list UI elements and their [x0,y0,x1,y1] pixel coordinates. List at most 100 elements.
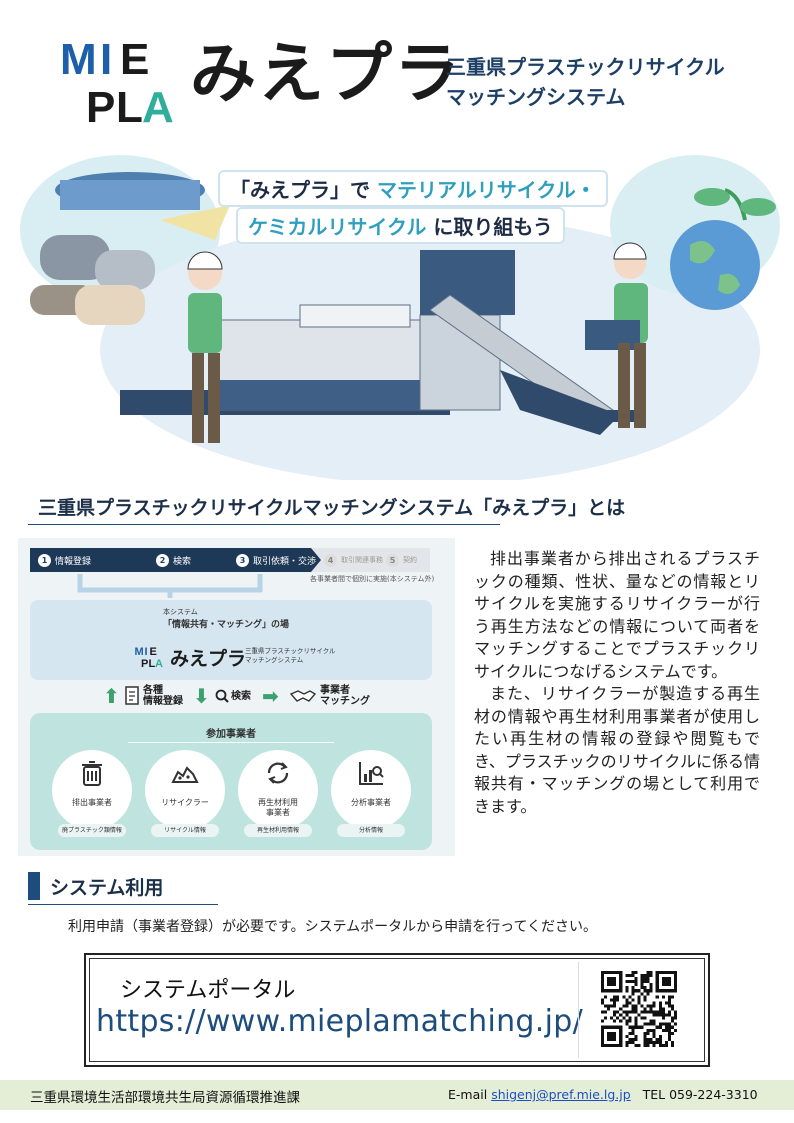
step-number: 3 [236,553,249,567]
flow-register-line: 各種 [143,685,163,696]
catch-text: 「みえプラ」で [230,178,370,202]
catch-accent: ケミカルリサイクル [248,215,427,239]
plastic-pile-icon [171,766,199,783]
qr-code-icon[interactable] [601,971,677,1047]
subtitle-line: マッチングシステム [446,85,626,109]
participant-pill: 分析情報 [337,824,405,837]
footer-contact: E-mail shigenj@pref.mie.lg.jp TEL 059-22… [448,1087,758,1102]
plastic-waste-pile-icon [30,172,230,325]
down-arrow-icon: ⬇ [193,684,210,708]
usage-heading: システム利用 [28,872,218,905]
email-link[interactable]: shigenj@pref.mie.lg.jp [491,1087,631,1102]
svg-text:A: A [155,658,163,670]
mini-logo-subtitle: 三重県プラスチックリサイクル マッチングシステム [245,647,336,665]
step-number: 5 [386,553,399,567]
svg-text:P: P [141,658,148,670]
participant-label: 分析事業者 [351,798,391,807]
outside-system-note: 各事業者間で個別に実施(本システム外) [310,575,435,583]
magnifier-icon [215,689,229,703]
svg-text:I: I [100,35,112,84]
footer-department: 三重県環境生活部環境共生局資源循環推進課 [30,1090,300,1106]
mini-logo-word: みえプラ [170,648,247,670]
step-number: 4 [324,553,337,567]
participant-pill: 廃プラスチック類情報 [58,824,126,837]
participant-label: 排出事業者 [72,798,112,807]
up-arrow-icon: ⬆ [103,684,120,708]
heading-bar [28,872,40,900]
logo-wordmark: みえプラ [190,35,462,112]
flow-matching-line: 事業者 [320,685,350,696]
portal-label: システムポータル [120,978,296,1003]
email-label: E-mail [448,1087,488,1102]
step-connector-arrows [77,574,263,598]
svg-text:E: E [120,35,149,84]
svg-text:E: E [150,646,157,658]
participant-pill: 再生材利用情報 [244,824,312,837]
svg-text:A: A [142,83,174,126]
system-subtitle: 三重県プラスチックリサイクル マッチングシステム [446,52,725,112]
svg-text:L: L [116,83,143,126]
usage-heading-text: システム利用 [50,876,164,899]
hero-illustration [20,155,780,480]
step-3: 3 取引依頼・交渉 [228,548,316,572]
flow-register-line: 情報登録 [143,696,183,707]
svg-text:I: I [145,646,148,658]
about-heading: 三重県プラスチックリサイクルマッチングシステム「みえプラ」とは [28,492,625,525]
recycle-arrows-icon [267,762,289,784]
recycling-machine-icon [120,250,640,435]
svg-text:P: P [86,83,115,126]
step-label: 取引関連事務 [341,556,383,564]
participant-recycler: リサイクラー [145,750,225,830]
handshake-icon [290,690,316,702]
flow-matching-line: マッチング [320,696,370,707]
qr-divider [578,962,579,1058]
description-paragraph: 排出事業者から排出されるプラスチックの種類、性状、量などの情報とリサイクルを実施… [474,549,760,681]
participant-label-line: 事業者 [266,808,290,817]
info-share-box [30,600,432,680]
step-number: 1 [38,553,51,567]
portal-box [89,958,705,1062]
participant-pill: リサイクル情報 [151,824,219,837]
description-paragraph: また、リサイクラーが製造する再生材の情報や再生材利用事業者が使用したい再生材の情… [474,684,760,816]
step-label: 情報登録 [55,556,92,567]
participant-discharger: 排出事業者 [52,750,132,830]
participant-label: 再生材利用事業者 [238,798,318,818]
analysis-chart-icon [359,762,384,785]
about-description: 排出事業者から排出されるプラスチックの種類、性状、量などの情報とリサイクルを実施… [474,548,760,818]
miepla-logo-mark: M I E P L A [60,35,174,126]
subtitle-line: 三重県プラスチックリサイクル [446,55,725,79]
mini-subtitle-line: 三重県プラスチックリサイクル [245,647,336,655]
miepla-mini-logo: M I E P L A [135,646,164,670]
step-label: 検索 [173,556,192,567]
svg-text:M: M [60,35,97,84]
worker-right-icon [585,242,648,428]
step-4: 4 取引関連事務 [316,548,383,572]
step-label: 取引依頼・交渉 [253,556,317,567]
step-1: 1 情報登録 [30,548,91,572]
flow-matching: 事業者 マッチング [320,685,370,707]
flow-register: 各種 情報登録 [143,685,183,707]
share-title: 「情報共有・マッチング」の場 [163,620,290,630]
catchphrase-line2: ケミカルリサイクル に取り組もう [236,207,565,244]
participant-label: リサイクラー [161,798,209,807]
usage-instructions: 利用申請（事業者登録）が必要です。システムポータルから申請を行ってください。 [68,919,598,935]
document-icon [125,686,139,705]
footer-bar [0,1080,794,1110]
participants-divider [128,742,334,743]
catch-text: に取り組もう [433,215,553,239]
step-5: 5 契約 [378,548,417,572]
about-heading-text: 三重県プラスチックリサイクルマッチングシステム「みえプラ」とは [38,496,626,519]
step-label: 契約 [403,556,417,564]
participant-reuser: 再生材利用事業者 [238,750,318,830]
portal-box-frame [84,953,710,1067]
participant-label-line: 再生材利用 [258,798,298,807]
portal-url-link[interactable]: https://www.mieplamatching.jp/ [96,1004,583,1039]
worker-left-icon [187,251,223,443]
mini-subtitle-line: マッチングシステム [245,656,304,664]
participants-title: 参加事業者 [206,729,256,740]
share-caption: 本システム [163,608,198,616]
right-arrow-icon: ➡ [262,684,279,708]
flow-search: 検索 [231,691,251,702]
